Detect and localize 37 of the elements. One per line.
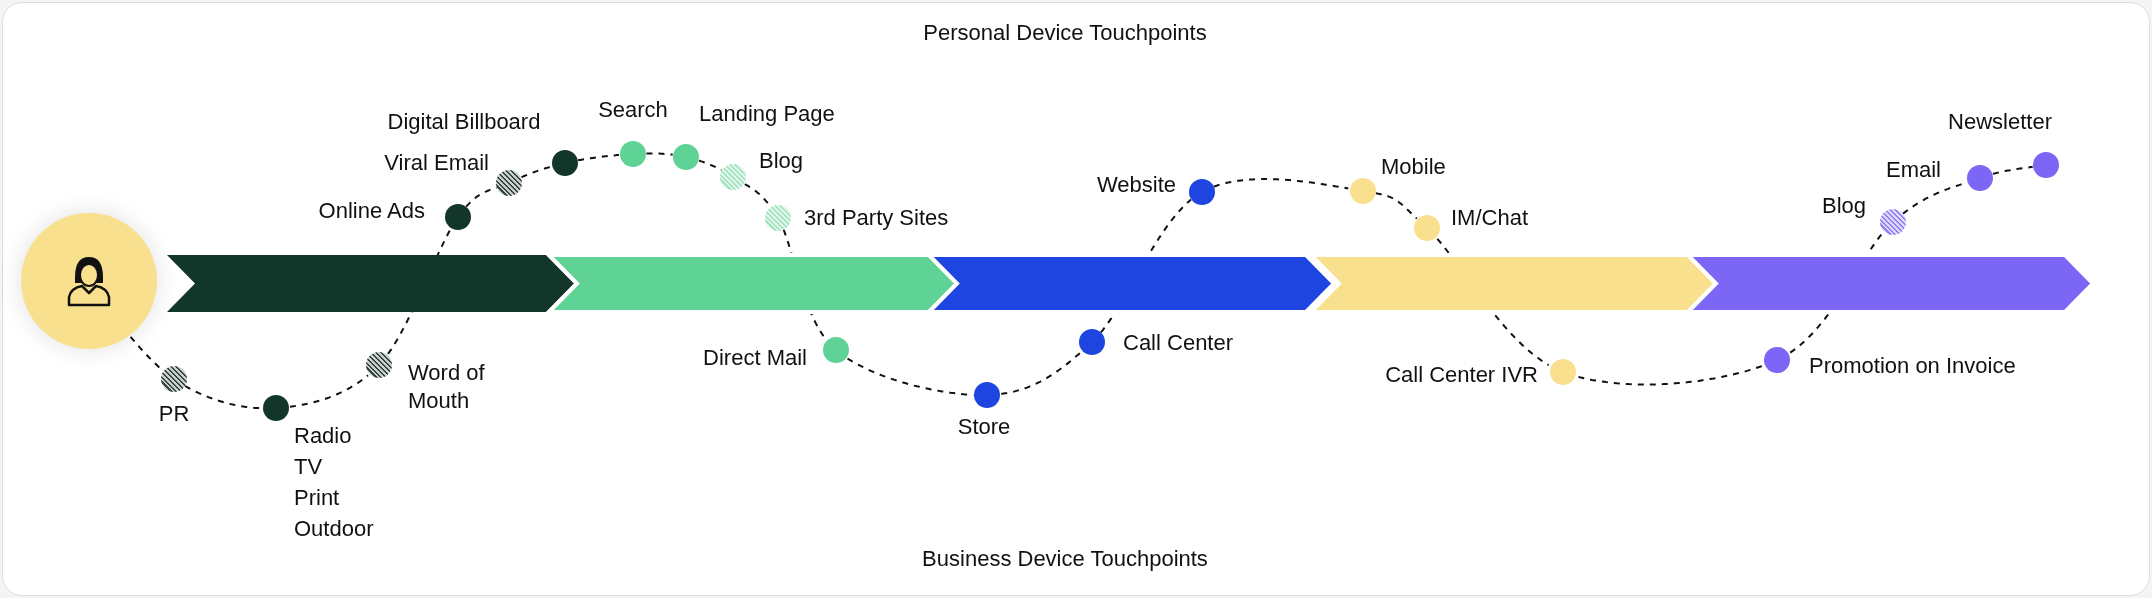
dashed-line: [698, 159, 723, 172]
touchpoint-label: Search: [598, 96, 668, 124]
touchpoint-label: Print: [294, 484, 340, 512]
touchpoint-label: Promotion on Invoice: [1809, 352, 2016, 380]
touchpoint-label: Radio: [294, 422, 352, 450]
dashed-line: [288, 374, 370, 408]
touchpoint-label: Direct Mail: [703, 344, 807, 372]
touchpoint-label: Viral Email: [384, 149, 489, 177]
touchpoint-label: Outdoor: [294, 515, 374, 543]
touchpoint-label: Online Ads: [318, 197, 425, 225]
touchpoint-label: Landing Page: [699, 100, 835, 128]
section-heading: Personal Device Touchpoints: [923, 19, 1207, 47]
touchpoint-label: Call Center: [1123, 329, 1234, 357]
dashed-line: [577, 154, 620, 162]
touchpoint-label: Call Center IVR: [1385, 361, 1538, 389]
touchpoint-label: TV: [294, 453, 323, 481]
touchpoint-label: Blog: [1821, 192, 1866, 220]
dashed-line: [1992, 165, 2034, 175]
touchpoint-label: 3rd Party Sites: [804, 204, 949, 232]
touchpoint-label: Digital Billboard: [387, 108, 541, 136]
dashed-line: [1000, 350, 1083, 395]
touchpoint-label: Newsletter: [1948, 108, 2052, 136]
touchpoint-label: Store: [957, 413, 1011, 441]
touchpoint-label: Email: [1886, 156, 1941, 184]
dashed-line: [645, 152, 674, 156]
touchpoint-label: IM/Chat: [1451, 204, 1529, 232]
touchpoint-label: Website: [1096, 171, 1176, 199]
dashed-line: [1577, 364, 1764, 386]
touchpoint-label: Word of Mouth: [408, 359, 486, 415]
touchpoint-label: Blog: [759, 147, 804, 175]
dashed-line: [520, 165, 553, 179]
dashed-line: [1374, 192, 1418, 220]
section-heading: Business Device Touchpoints: [922, 545, 1208, 573]
touchpoint-label: Mobile: [1381, 153, 1446, 181]
dashed-line: [1212, 178, 1350, 190]
dashed-line: [465, 186, 498, 208]
touchpoint-label: PR: [158, 400, 190, 428]
